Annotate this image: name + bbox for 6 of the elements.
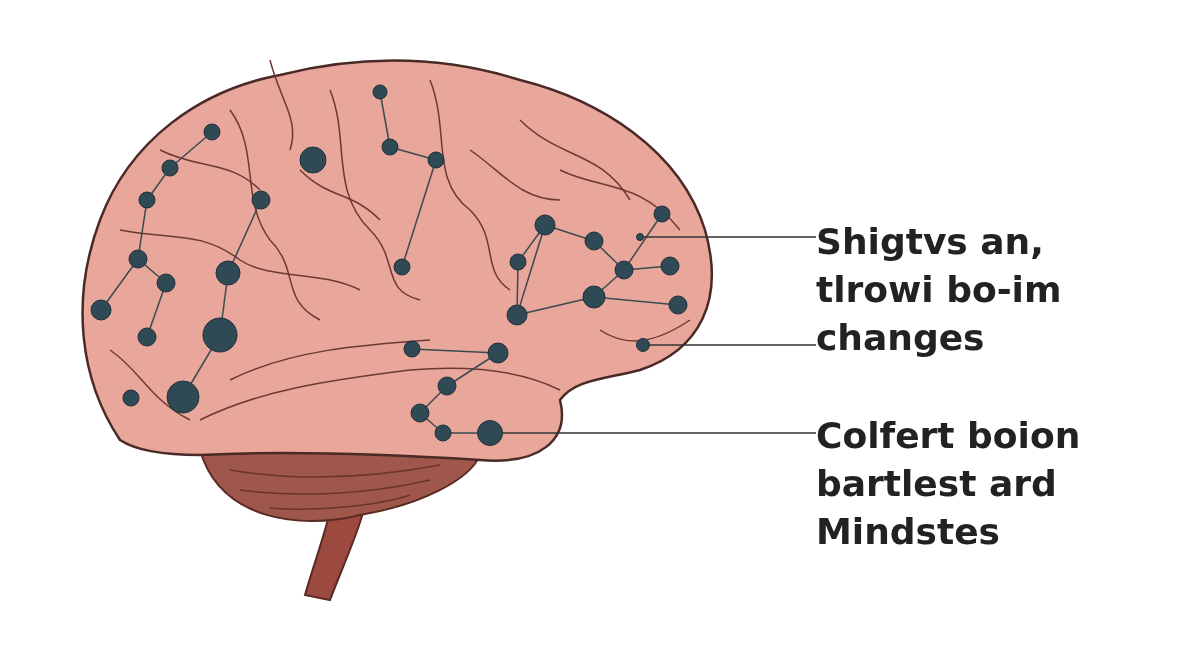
leader-line — [649, 344, 817, 346]
leader-line — [643, 236, 817, 238]
callout-text: Colfert boion bartlest ard Mindstes — [816, 414, 1082, 554]
callout-text: Shigtvs an, tlrowi bo-im changes — [816, 220, 1063, 360]
leader-line — [502, 432, 817, 434]
network-dot — [636, 233, 644, 241]
